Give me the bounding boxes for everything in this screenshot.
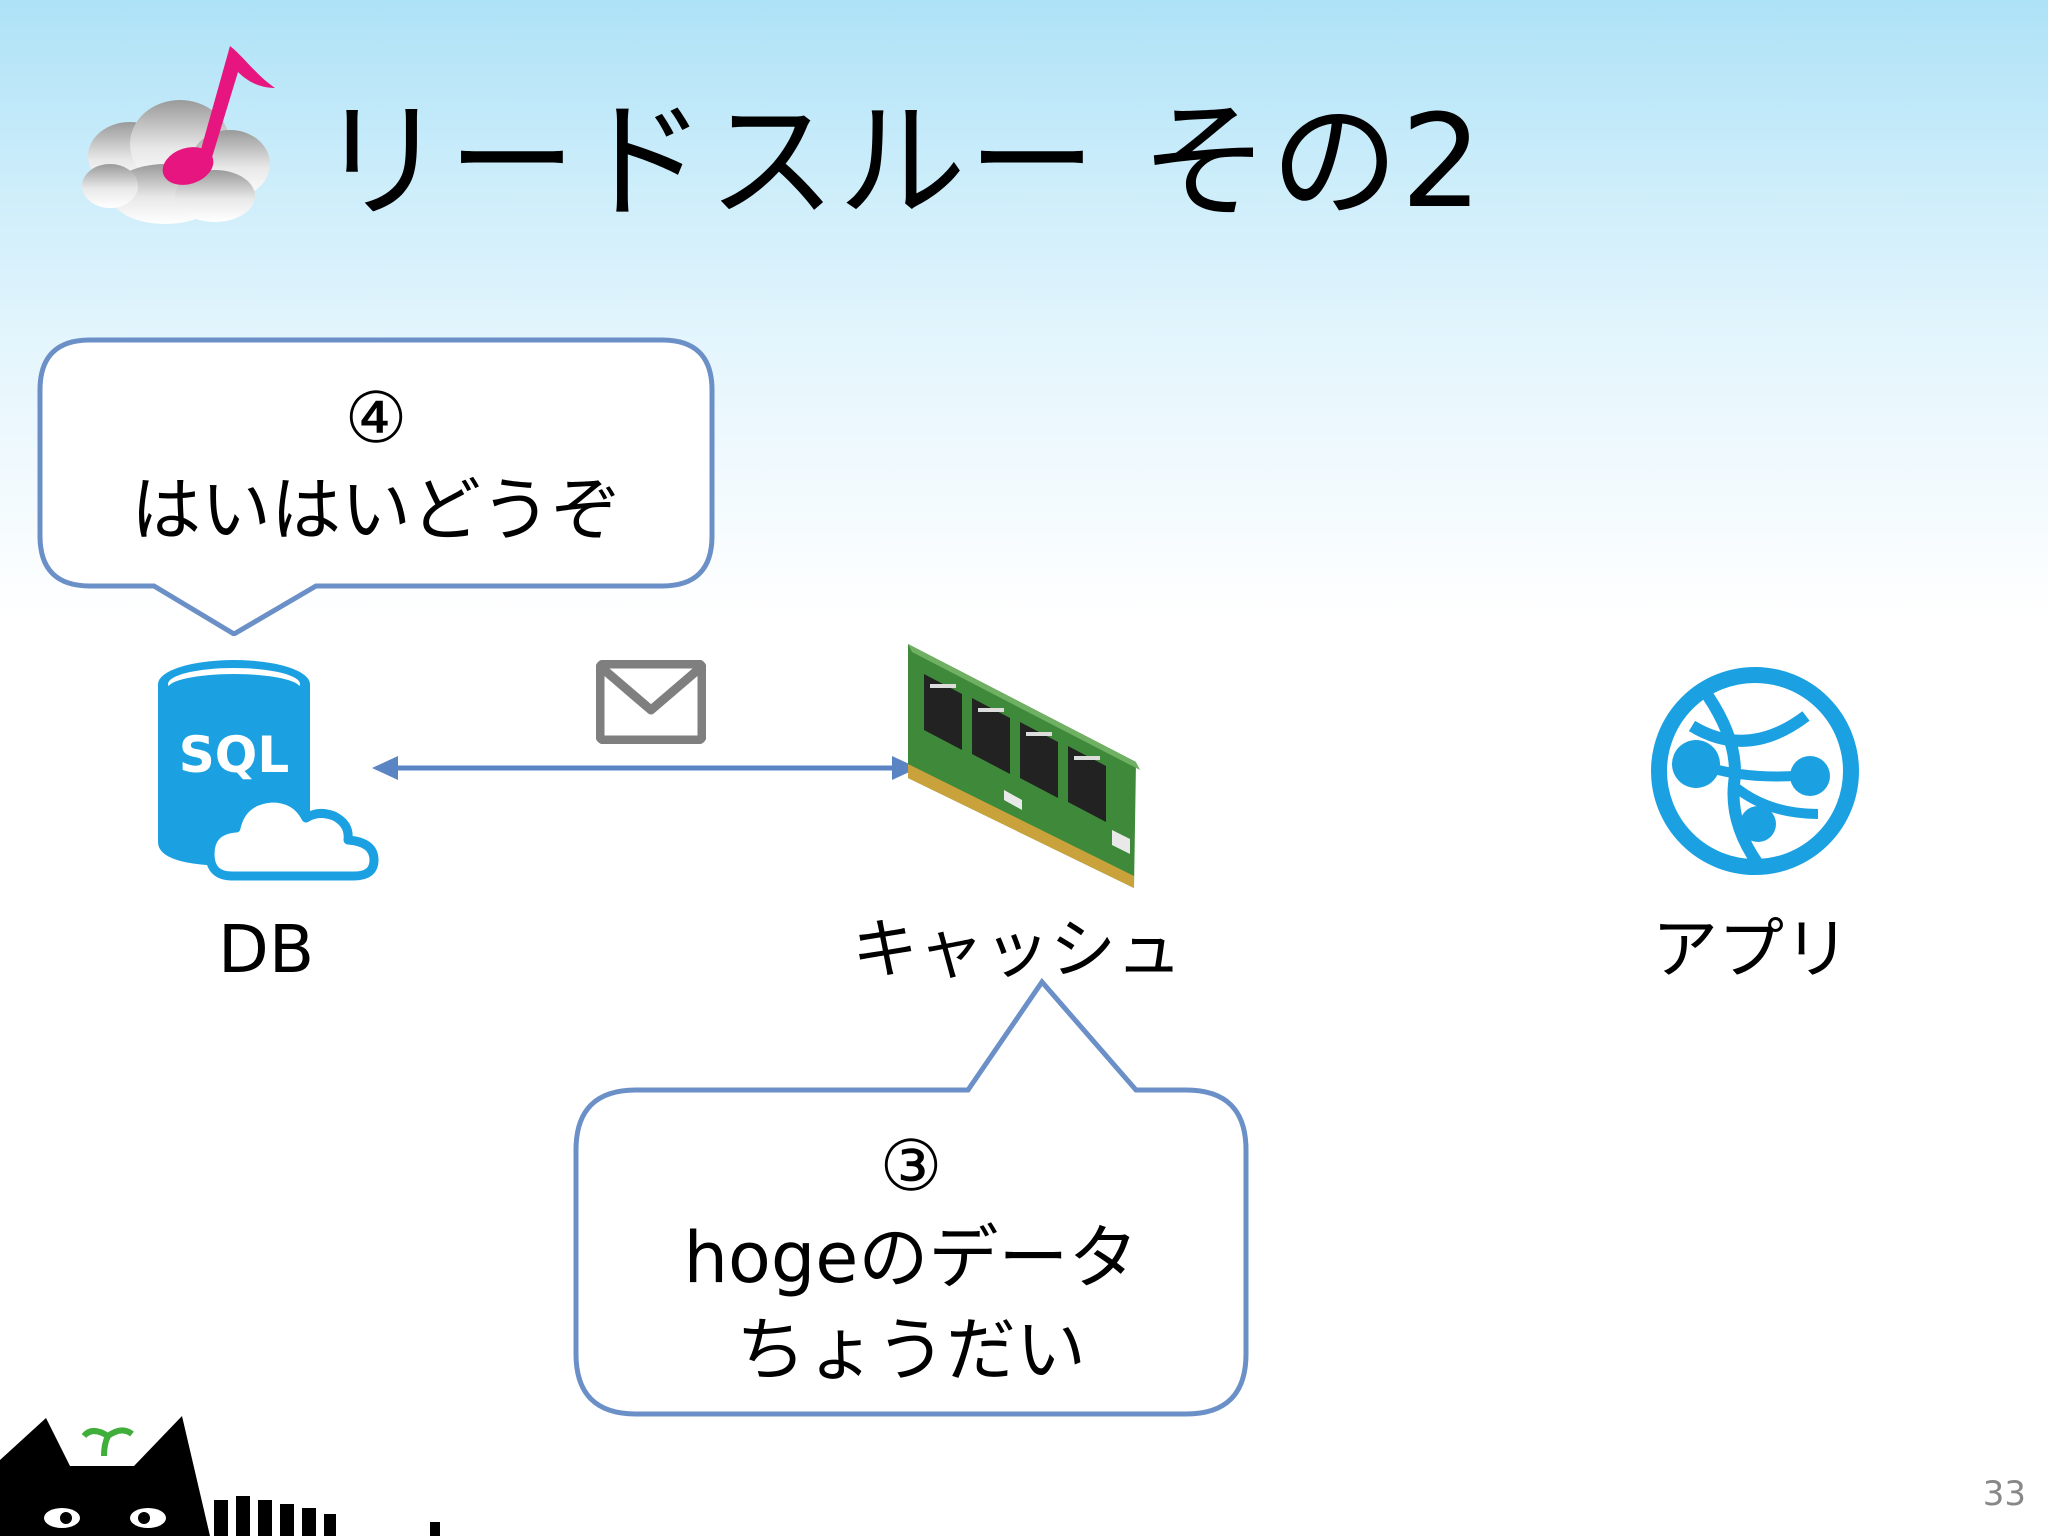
db-reply-bubble: ④ はいはいどうぞ <box>40 372 712 572</box>
cache-label: キャッシュ <box>852 911 1182 988</box>
db-cache-arrow <box>372 756 918 780</box>
sql-icon-text: SQL <box>179 726 289 784</box>
step-4-marker: ④ <box>344 377 408 459</box>
cache-request-line1: hogeのデータ <box>683 1217 1139 1299</box>
db-reply-text: はいはいどうぞ <box>131 469 621 551</box>
music-note-cloud-logo <box>82 46 275 224</box>
page-number: 33 <box>1982 1474 2026 1514</box>
sql-database-cloud-icon: SQL <box>158 660 379 881</box>
cache-request-bubble-shape <box>573 977 1249 1417</box>
cat-mascot-icon <box>0 1416 440 1536</box>
cache-request-bubble: ③ hogeのデータ ちょうだい <box>576 1120 1246 1400</box>
memory-module-icon <box>908 644 1140 888</box>
web-app-globe-icon <box>1651 667 1859 875</box>
cache-request-line2: ちょうだい <box>736 1309 1086 1391</box>
db-label: DB <box>218 911 315 988</box>
slide-title: リードスルー その2 <box>318 88 1485 237</box>
app-label: アプリ <box>1652 911 1850 988</box>
db-reply-bubble-shape <box>37 337 715 636</box>
step-3-marker: ③ <box>879 1125 943 1207</box>
envelope-icon <box>596 660 706 744</box>
